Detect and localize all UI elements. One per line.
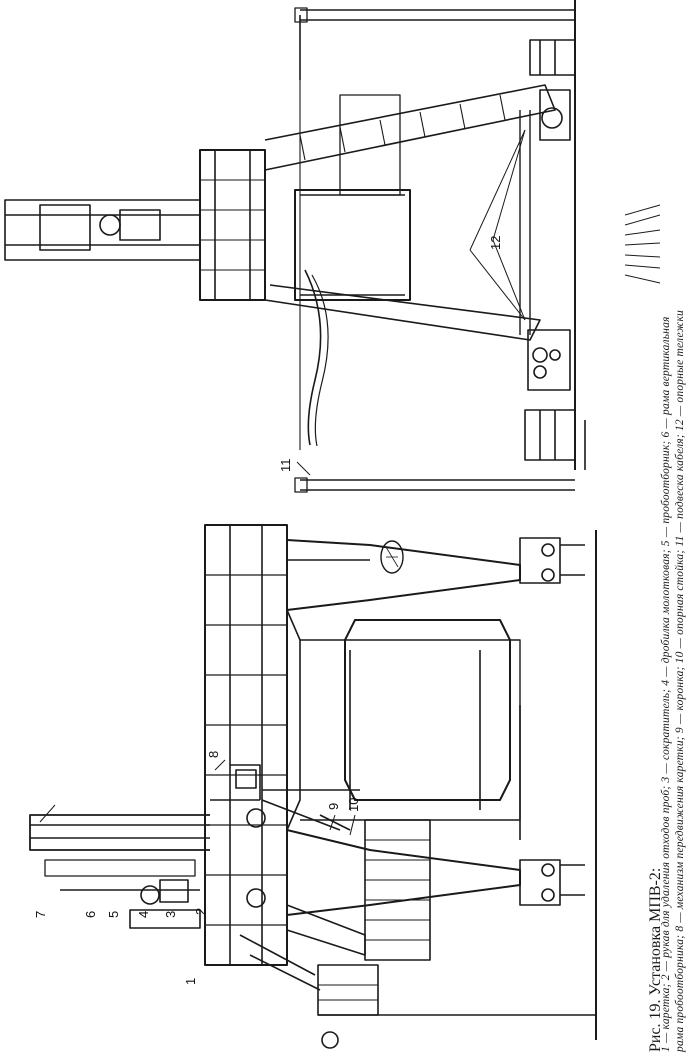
support-trolley-top [529, 39, 576, 141]
support-trolley-bottom [524, 329, 576, 461]
callout-numbers: 1 2 3 4 5 6 7 8 9 10 11 12 [33, 236, 503, 985]
callout-2: 2 [193, 908, 208, 915]
callout-9: 9 [326, 803, 341, 810]
callout-11: 11 [278, 459, 293, 473]
callout-6: 6 [83, 911, 98, 918]
leader-lines [39, 129, 661, 836]
callout-7: 7 [33, 911, 48, 918]
left-view-side-elevation [29, 524, 597, 1049]
callout-12: 12 [488, 236, 503, 250]
callout-4: 4 [136, 911, 151, 918]
callout-5: 5 [106, 911, 121, 918]
callout-8: 8 [206, 751, 221, 758]
callout-1: 1 [183, 978, 198, 985]
callout-3: 3 [163, 911, 178, 918]
right-view-front-elevation [4, 0, 586, 493]
callout-10: 10 [346, 798, 361, 812]
